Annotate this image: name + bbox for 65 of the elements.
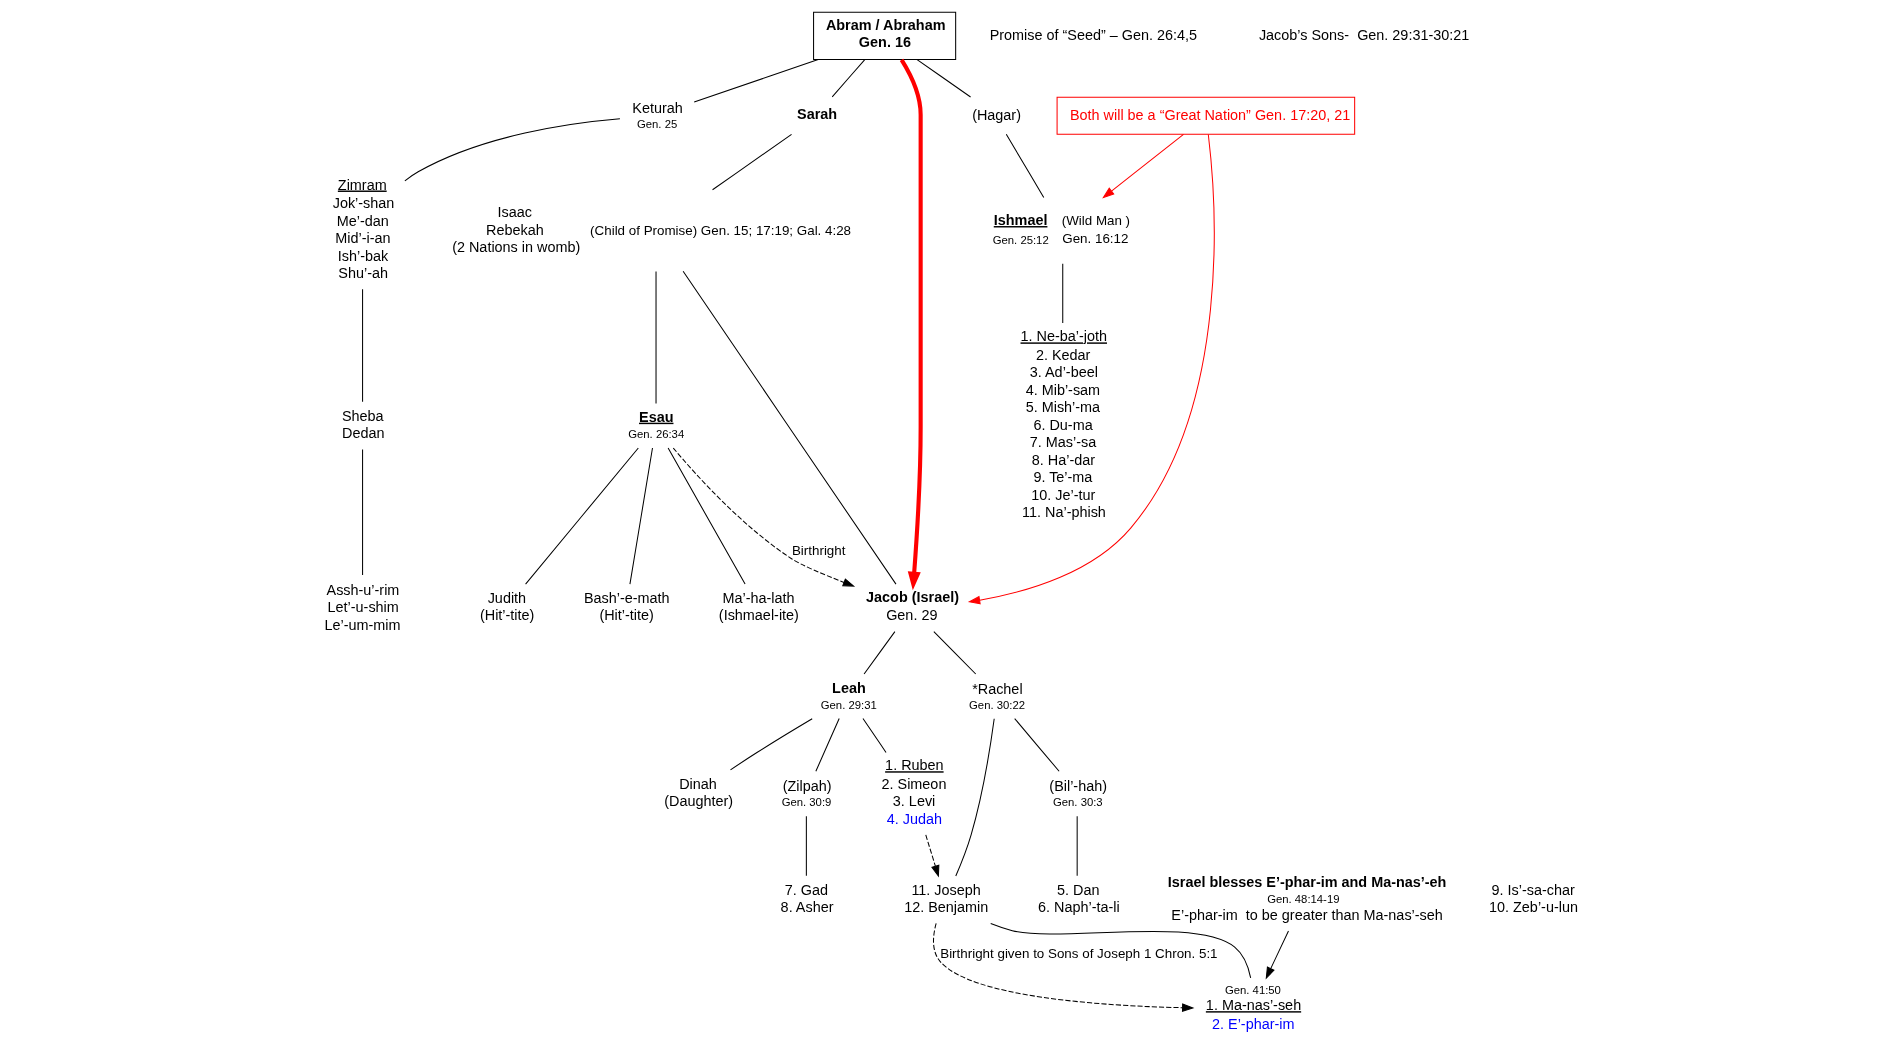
connector <box>693 59 819 103</box>
connector <box>815 718 840 772</box>
connector <box>712 133 793 191</box>
label: Jacob’s Sons- Gen. 29:31-30:21 <box>1258 26 1470 43</box>
node-text: Zimram Jok’-shan Me’-dan Mid’-i-an Ish’-bak Shu’-ah <box>332 176 395 282</box>
node-text: Gen. 41:50 1. Ma-nas’-seh 2. E’-phar-im <box>1205 984 1302 1032</box>
node-text: Judith (Hit’-tite) <box>479 589 535 624</box>
connector <box>990 923 1252 979</box>
node-text: 11. Joseph 12. Benjamin <box>904 881 989 916</box>
node-text: (Bil’-hah) Gen. 30:3 <box>1049 777 1107 808</box>
node-text: 9. Is’-sa-char 10. Zeb’-u-lun <box>1489 881 1578 916</box>
node-text: Esau Gen. 26:34 <box>628 408 685 440</box>
connector <box>667 447 746 585</box>
connector <box>525 447 639 585</box>
node-text: Dinah (Daughter) <box>664 775 734 810</box>
connector <box>362 448 364 576</box>
node-box: Abram / Abraham Gen. 16 <box>813 11 957 61</box>
arrow <box>899 58 923 591</box>
node-text: Ma’-ha-lath (Ishmael-ite) <box>718 589 799 624</box>
node-text: Israel blesses E’-phar-im and Ma-nas’-eh Gen. 48:14-19 E’-phar-im to be greater than Ma-nas’-seh <box>1167 873 1447 923</box>
connector <box>1062 263 1064 324</box>
node-text: Sarah <box>797 105 838 122</box>
connector <box>933 631 977 675</box>
node-text: Keturah Gen. 25 <box>632 99 683 130</box>
connector <box>404 118 621 182</box>
arrow <box>967 134 1215 605</box>
node-text: Bash’-e-math (Hit’-tite) <box>583 589 670 624</box>
connector <box>805 815 807 877</box>
node-text: Sheba Dedan <box>341 407 385 442</box>
node-text: *Rachel Gen. 30:22 <box>969 680 1026 711</box>
arrow <box>1102 133 1185 199</box>
node-box: Both will be a “Great Nation” Gen. 17:20, 21 <box>1056 96 1356 135</box>
connector <box>955 718 995 877</box>
connector <box>831 59 866 98</box>
connector <box>682 270 897 585</box>
connector <box>729 718 813 771</box>
node-text: 1. Ne-ba’-joth 2. Kedar 3. Ad’-beel 4. Mib’-sam 5. Mish’-ma 6. Du-ma 7. Mas’-sa 8. Ha’-dar 9. Te’-ma 10. Je’-tur 11. Na’-phish <box>1020 328 1108 521</box>
node-text: Leah Gen. 29:31 <box>820 679 877 711</box>
connector <box>1076 815 1078 877</box>
node-text: Assh-u’-rim Let’-u-shim Le’-um-mim <box>324 581 401 633</box>
connector <box>1005 133 1045 198</box>
node-text: 7. Gad 8. Asher <box>780 881 834 916</box>
connector <box>362 288 364 403</box>
connector <box>1014 718 1060 772</box>
arrow <box>925 834 940 878</box>
connector <box>629 447 653 585</box>
node-text: 1. Ruben 2. Simeon 3. Levi 4. Judah <box>881 757 947 827</box>
edge-label: Birthright <box>791 543 846 559</box>
arrow <box>933 922 1195 1012</box>
node-text: Isaac Rebekah (2 Nations in womb) <box>452 204 581 256</box>
arrow <box>672 447 856 587</box>
node-label: (Wild Man ) <box>1061 212 1131 228</box>
node-text: Jacob (Israel) Gen. 29 <box>866 588 959 624</box>
edge-label: Birthright given to Sons of Joseph 1 Chron. 5:1 <box>940 945 1218 961</box>
connector <box>916 59 972 98</box>
node-label: (Child of Promise) Gen. 15; 17:19; Gal. 4:28 <box>590 222 852 238</box>
node-label: Gen. 16:12 <box>1062 231 1129 247</box>
connector <box>863 631 896 675</box>
arrow <box>1265 930 1289 980</box>
node-text: (Hagar) <box>972 107 1021 123</box>
node-text: Ishmael Gen. 25:12 <box>992 212 1049 246</box>
label: Promise of “Seed” – Gen. 26:4,5 <box>989 26 1198 43</box>
node-text: (Zilpah) Gen. 30:9 <box>781 777 832 808</box>
node-text: 5. Dan 6. Naph’-ta-li <box>1038 881 1120 916</box>
connector <box>862 718 887 753</box>
